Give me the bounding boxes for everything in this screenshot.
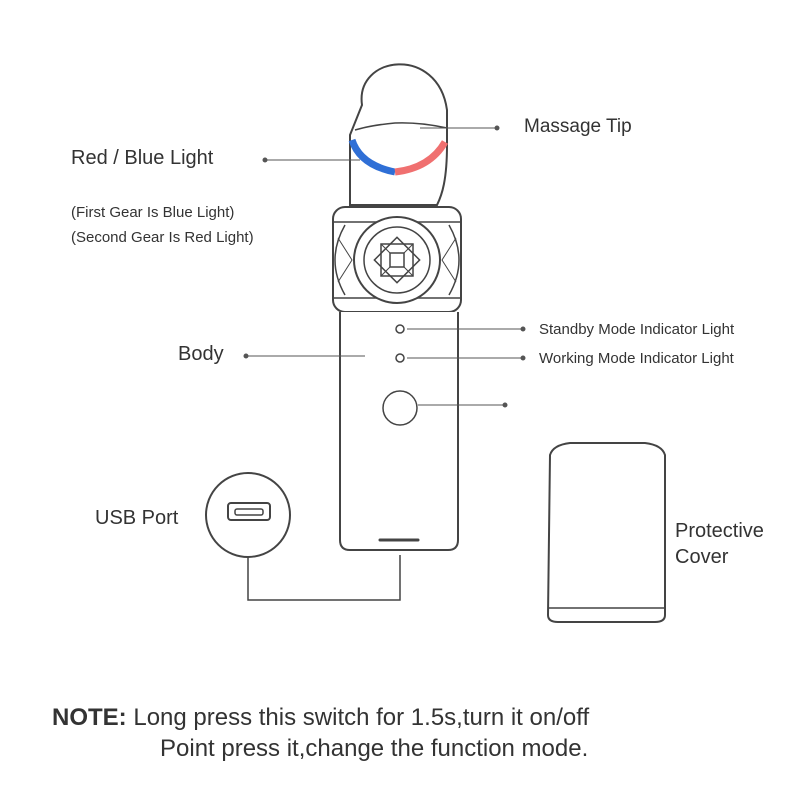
- label-protective-cover-line1: Protective: [675, 520, 764, 542]
- device-body: [339, 312, 459, 551]
- leader-lines: [243, 125, 526, 408]
- standby-indicator-light: [395, 324, 405, 334]
- protective-cover: [546, 442, 666, 623]
- note-keyword: NOTE:: [52, 704, 127, 731]
- label-first-gear: (First Gear Is Blue Light): [71, 204, 235, 221]
- red-blue-light-band: [348, 138, 449, 176]
- usb-port-detail: [205, 472, 401, 601]
- device-head-collar: [332, 206, 462, 313]
- label-standby-indicator: Standby Mode Indicator Light: [539, 321, 735, 338]
- massage-tip: [349, 63, 448, 206]
- label-usb-port: USB Port: [95, 507, 179, 529]
- usage-note: NOTE: Long press this switch for 1.5s,tu…: [52, 702, 589, 764]
- label-massage-tip: Massage Tip: [524, 116, 632, 137]
- label-body: Body: [178, 343, 224, 365]
- note-line1: Long press this switch for 1.5s,turn it …: [133, 704, 590, 731]
- power-switch-button[interactable]: [382, 390, 418, 426]
- working-indicator-light: [395, 353, 405, 363]
- label-working-indicator: Working Mode Indicator Light: [539, 350, 734, 367]
- label-second-gear: (Second Gear Is Red Light): [71, 229, 254, 246]
- label-protective-cover-line2: Cover: [675, 546, 729, 568]
- note-line2: Point press it,change the function mode.: [160, 735, 589, 762]
- label-red-blue-light: Red / Blue Light: [71, 147, 214, 169]
